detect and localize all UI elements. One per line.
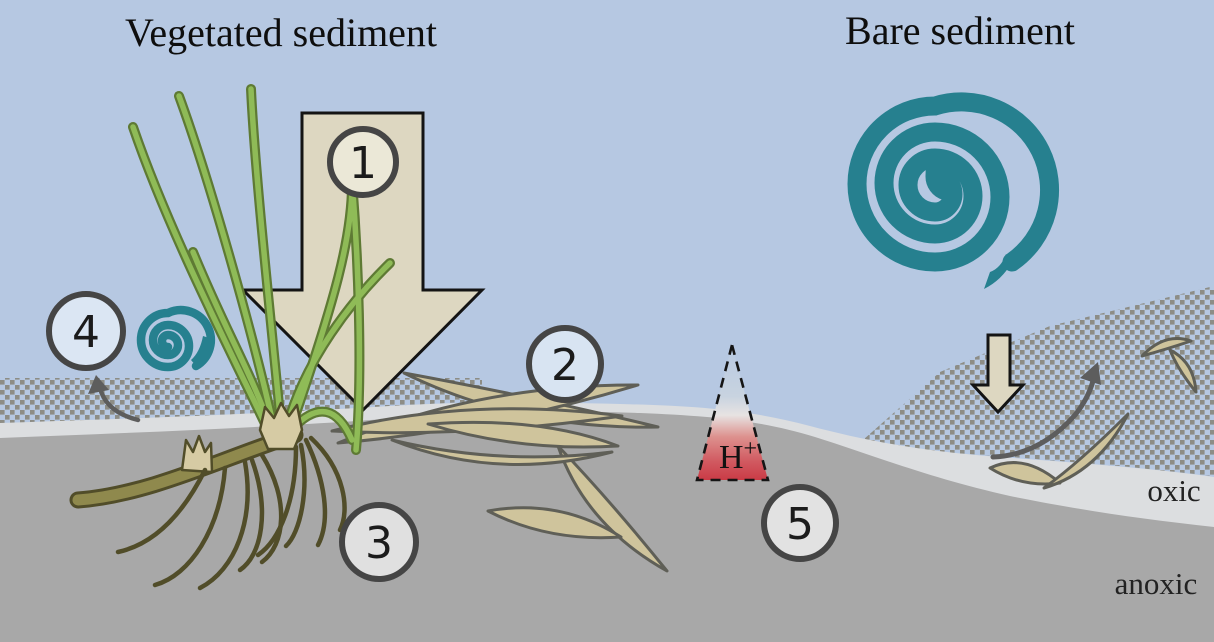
buried-detritus-leaves: [486, 444, 669, 573]
svg-text:1: 1: [349, 138, 377, 189]
rhizome-shoot-stub: [180, 434, 214, 474]
floating-leaf-fragments: [988, 337, 1198, 490]
h-plus-label: H+: [719, 436, 757, 476]
marker-1: 1: [327, 126, 399, 198]
marker-3: 3: [339, 502, 419, 582]
acidification-gradient-triangle: H+: [695, 339, 770, 482]
turbulence-spiral-small: [136, 305, 216, 372]
resuspension-arrow-left: [88, 375, 141, 423]
svg-text:4: 4: [72, 307, 100, 358]
shoot-base-sheath: [258, 401, 304, 451]
right-title: Bare sediment: [845, 8, 1075, 53]
left-title: Vegetated sediment: [125, 10, 437, 55]
svg-text:2: 2: [551, 340, 579, 391]
svg-text:5: 5: [786, 499, 814, 550]
resuspension-cloud-right: [855, 286, 1214, 476]
small-deposition-arrow: [969, 333, 1027, 415]
marker-4: 4: [46, 291, 126, 371]
oxic-zone-label: oxic: [1147, 473, 1200, 508]
turbulence-spiral-large: [847, 92, 1060, 289]
resuspension-arrow-right: [990, 362, 1101, 460]
deposition-arrow: [239, 111, 486, 413]
marker-2: 2: [526, 325, 604, 403]
marker-5: 5: [761, 484, 839, 562]
anoxic-zone-label: anoxic: [1115, 566, 1198, 601]
svg-text:3: 3: [365, 518, 393, 569]
